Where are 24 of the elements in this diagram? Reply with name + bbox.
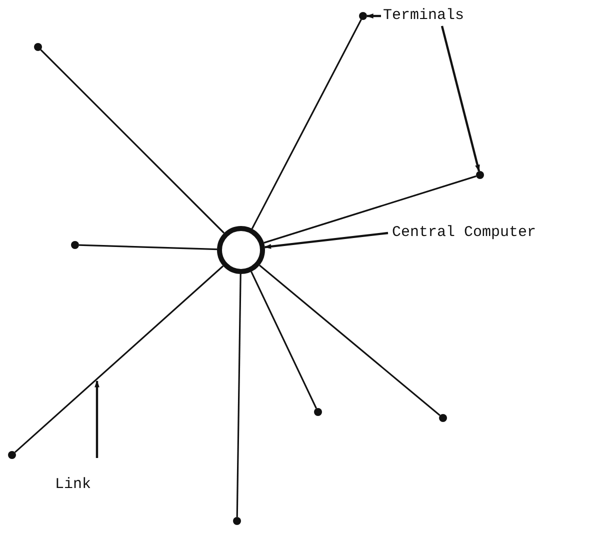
link-line	[40, 49, 225, 234]
leader-line	[94, 380, 100, 458]
link-line	[250, 271, 318, 409]
terminal-dot	[8, 451, 16, 459]
terminal-dot	[359, 12, 367, 20]
leader-line	[264, 232, 388, 249]
callout-label: Terminals	[383, 7, 464, 25]
link-line	[251, 19, 362, 230]
link-line	[264, 175, 476, 244]
terminal-dot	[233, 517, 241, 525]
link-line	[258, 264, 440, 416]
callout-label: Central Computer	[392, 224, 536, 242]
terminal-dot	[476, 171, 484, 179]
leader-line	[366, 14, 381, 18]
callout-label: Link	[55, 476, 92, 494]
link-line	[236, 274, 242, 518]
link-line	[14, 265, 224, 453]
leader-line	[440, 26, 480, 172]
terminal-dot	[34, 43, 42, 51]
link-line	[78, 244, 218, 250]
central-computer-circle	[217, 226, 265, 274]
terminal-dot	[439, 414, 447, 422]
terminal-dot	[71, 241, 79, 249]
terminal-dot	[314, 408, 322, 416]
